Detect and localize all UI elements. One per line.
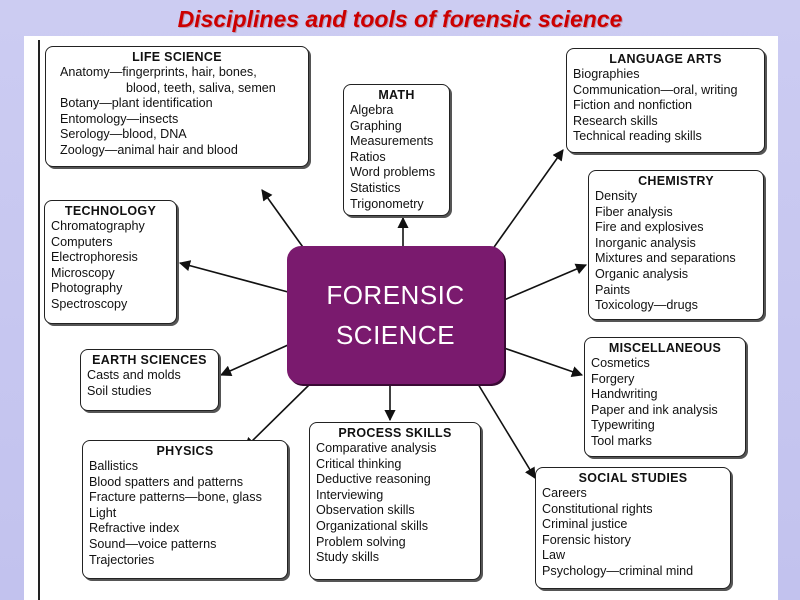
list-item: Organic analysis <box>595 266 689 281</box>
list-item: Technical reading skills <box>573 129 702 144</box>
list-item: Careers <box>542 486 587 500</box>
list-item: Observation skills <box>316 503 415 518</box>
list-item: Density <box>595 189 637 203</box>
arrow-technology <box>178 260 289 293</box>
social-studies-heading: SOCIAL STUDIES <box>578 471 688 485</box>
list-item: Botany—plant identification <box>60 96 213 111</box>
list-item: Toxicology—drugs <box>595 298 698 313</box>
language-arts-box: LANGUAGE ARTS Biographies Communication—… <box>566 48 765 153</box>
list-item: Research skills <box>573 113 658 128</box>
list-item: Deductive reasoning <box>316 472 431 487</box>
list-item: Trigonometry <box>350 196 424 211</box>
list-item: Tool marks <box>591 433 652 448</box>
slide-title: Disciplines and tools of forensic scienc… <box>177 6 623 32</box>
list-item: Fire and explosives <box>595 220 704 235</box>
list-item: Electrophoresis <box>51 250 138 265</box>
list-item: Serology—blood, DNA <box>60 127 187 142</box>
list-item: Blood spatters and patterns <box>89 474 244 489</box>
list-item: blood, teeth, saliva, semen <box>126 80 276 95</box>
list-item: Mixtures and separations <box>595 251 736 266</box>
list-item: Inorganic analysis <box>595 235 696 250</box>
list-item: Ratios <box>350 149 386 164</box>
list-item: Fracture patterns—bone, glass <box>89 490 262 505</box>
list-item: Photography <box>51 281 123 296</box>
list-item: Organizational skills <box>316 518 428 533</box>
life-science-heading: LIFE SCIENCE <box>132 50 222 64</box>
technology-box: TECHNOLOGY Chromatography Computers Elec… <box>44 200 177 324</box>
list-item: Cosmetics <box>591 356 650 370</box>
math-box: MATH Algebra Graphing Measurements Ratio… <box>343 84 450 216</box>
miscellaneous-box: MISCELLANEOUS Cosmetics Forgery Handwrit… <box>584 337 746 457</box>
list-item: Paper and ink analysis <box>591 402 718 417</box>
list-item: Typewriting <box>591 418 655 433</box>
list-item: Microscopy <box>51 265 115 280</box>
list-item: Spectroscopy <box>51 296 128 311</box>
list-item: Study skills <box>316 550 379 565</box>
list-item: Interviewing <box>316 487 384 502</box>
list-item: Law <box>542 548 566 563</box>
list-item: Problem solving <box>316 534 406 549</box>
list-item: Sound—voice patterns <box>89 536 217 551</box>
physics-heading: PHYSICS <box>156 444 214 458</box>
arrow-language-arts <box>491 149 564 251</box>
list-item: Ballistics <box>89 459 138 473</box>
list-item: Paints <box>595 282 631 297</box>
panel-edge-line <box>38 40 40 600</box>
list-item: Zoology—animal hair and blood <box>60 142 238 157</box>
arrow-life-science <box>261 189 306 251</box>
list-item: Chromatography <box>51 219 145 233</box>
process-skills-heading: PROCESS SKILLS <box>338 426 452 440</box>
list-item: Casts and molds <box>87 368 181 382</box>
technology-heading: TECHNOLOGY <box>64 204 157 218</box>
list-item: Forgery <box>591 371 635 386</box>
list-item: Psychology—criminal mind <box>542 563 694 578</box>
forensic-science-center-node: FORENSIC SCIENCE <box>287 246 504 384</box>
arrow-miscellaneous <box>503 347 584 377</box>
chemistry-box: CHEMISTRY Density Fiber analysis Fire an… <box>588 170 764 320</box>
list-item: Computers <box>51 234 113 249</box>
chemistry-heading: CHEMISTRY <box>638 174 714 188</box>
list-item: Communication—oral, writing <box>573 82 738 97</box>
earth-sciences-heading: EARTH SCIENCES <box>92 353 207 367</box>
list-item: Measurements <box>350 134 434 149</box>
list-item: Entomology—insects <box>60 111 179 126</box>
miscellaneous-heading: MISCELLANEOUS <box>608 341 722 355</box>
list-item: Comparative analysis <box>316 441 437 455</box>
arrow-earth-sciences <box>219 344 289 376</box>
center-label-line1: FORENSIC <box>326 280 465 310</box>
list-item: Constitutional rights <box>542 501 653 516</box>
list-item: Anatomy—fingerprints, hair, bones, <box>60 65 257 79</box>
arrow-physics <box>244 383 311 449</box>
list-item: Critical thinking <box>316 456 402 471</box>
list-item: Word problems <box>350 165 436 180</box>
list-item: Biographies <box>573 67 640 81</box>
physics-box: PHYSICS Ballistics Blood spatters and pa… <box>82 440 288 579</box>
center-label-line2: SCIENCE <box>335 320 456 350</box>
list-item: Light <box>89 505 117 520</box>
math-heading: MATH <box>378 88 415 102</box>
process-skills-box: PROCESS SKILLS Comparative analysis Crit… <box>309 422 481 580</box>
list-item: Refractive index <box>89 521 180 536</box>
life-science-box: LIFE SCIENCE Anatomy—fingerprints, hair,… <box>45 46 309 167</box>
list-item: Fiction and nonfiction <box>573 98 693 113</box>
arrow-chemistry <box>503 263 588 301</box>
social-studies-box: SOCIAL STUDIES Careers Constitutional ri… <box>535 467 731 589</box>
list-item: Algebra <box>350 103 394 117</box>
arrow-social-studies <box>477 383 536 479</box>
list-item: Soil studies <box>87 383 152 398</box>
list-item: Graphing <box>350 118 402 133</box>
list-item: Statistics <box>350 180 401 195</box>
language-arts-heading: LANGUAGE ARTS <box>609 52 722 66</box>
earth-sciences-box: EARTH SCIENCES Casts and molds Soil stud… <box>80 349 219 411</box>
list-item: Trajectories <box>89 552 155 567</box>
list-item: Forensic history <box>542 532 631 547</box>
list-item: Fiber analysis <box>595 204 673 219</box>
list-item: Handwriting <box>591 387 658 402</box>
list-item: Criminal justice <box>542 517 628 532</box>
